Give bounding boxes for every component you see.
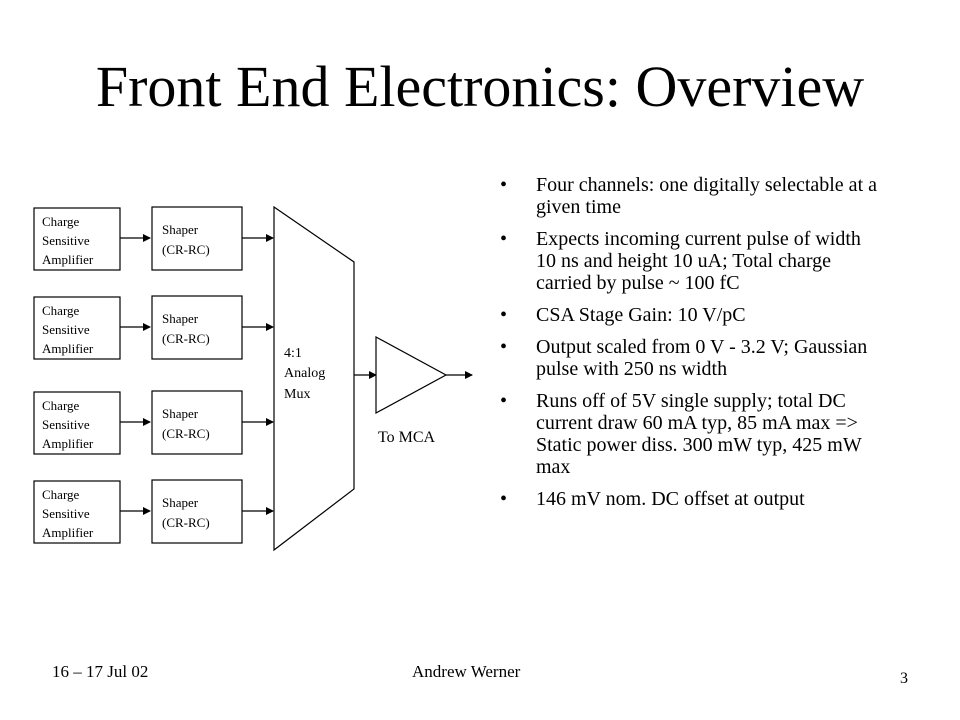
amplifier-label-line: Amplifier <box>42 341 94 356</box>
bullet-item: Four channels: one digitally selectable … <box>498 174 878 218</box>
charge-amplifier-block <box>33 480 121 544</box>
amplifier-label-line: Sensitive <box>42 322 90 337</box>
shaper-label-line: (CR-RC) <box>162 515 210 530</box>
output-label: To MCA <box>378 429 436 446</box>
bullet-item: Output scaled from 0 V - 3.2 V; Gaussian… <box>498 336 878 380</box>
amplifier-label-line: Charge <box>42 214 80 229</box>
shaper-label-line: (CR-RC) <box>162 426 210 441</box>
amplifier-label-line: Amplifier <box>42 436 94 451</box>
shaper-label-line: (CR-RC) <box>162 331 210 346</box>
output-buffer-triangle <box>375 335 448 415</box>
mux-block <box>273 205 355 552</box>
mux-label-line-2: Analog <box>284 366 325 381</box>
mux-label-line-1: 4:1 <box>284 346 302 361</box>
shaper-block <box>151 295 243 360</box>
shaper-label-line: Shaper <box>162 222 199 237</box>
amplifier-label-line: Charge <box>42 398 80 413</box>
amplifier-label-line: Sensitive <box>42 417 90 432</box>
charge-amplifier-block <box>33 207 121 271</box>
shaper-block <box>151 206 243 271</box>
page-number: 3 <box>900 670 908 687</box>
footer-author: Andrew Werner <box>412 662 521 681</box>
shaper-label-line: Shaper <box>162 311 199 326</box>
amplifier-label-line: Charge <box>42 487 80 502</box>
bullet-item: CSA Stage Gain: 10 V/pC <box>498 304 878 326</box>
slide-title: Front End Electronics: Overview <box>95 54 865 119</box>
amplifier-label-line: Sensitive <box>42 506 90 521</box>
bullet-item: 146 mV nom. DC offset at output <box>498 488 878 510</box>
amplifier-label-line: Amplifier <box>42 252 94 267</box>
bullet-item: Runs off of 5V single supply; total DC c… <box>498 390 878 478</box>
charge-amplifier-block <box>33 296 121 360</box>
shaper-block <box>151 390 243 455</box>
shaper-label-line: (CR-RC) <box>162 242 210 257</box>
bullet-item: Expects incoming current pulse of width … <box>498 228 878 294</box>
charge-amplifier-block <box>33 391 121 455</box>
amplifier-label-line: Amplifier <box>42 525 94 540</box>
shaper-label-line: Shaper <box>162 406 199 421</box>
shaper-label-line: Shaper <box>162 495 199 510</box>
mux-label-line-3: Mux <box>284 387 310 402</box>
footer-date: 16 – 17 Jul 02 <box>52 662 149 681</box>
bullet-list: Four channels: one digitally selectable … <box>498 174 878 520</box>
amplifier-label-line: Sensitive <box>42 233 90 248</box>
amplifier-label-line: Charge <box>42 303 80 318</box>
shaper-block <box>151 479 243 544</box>
